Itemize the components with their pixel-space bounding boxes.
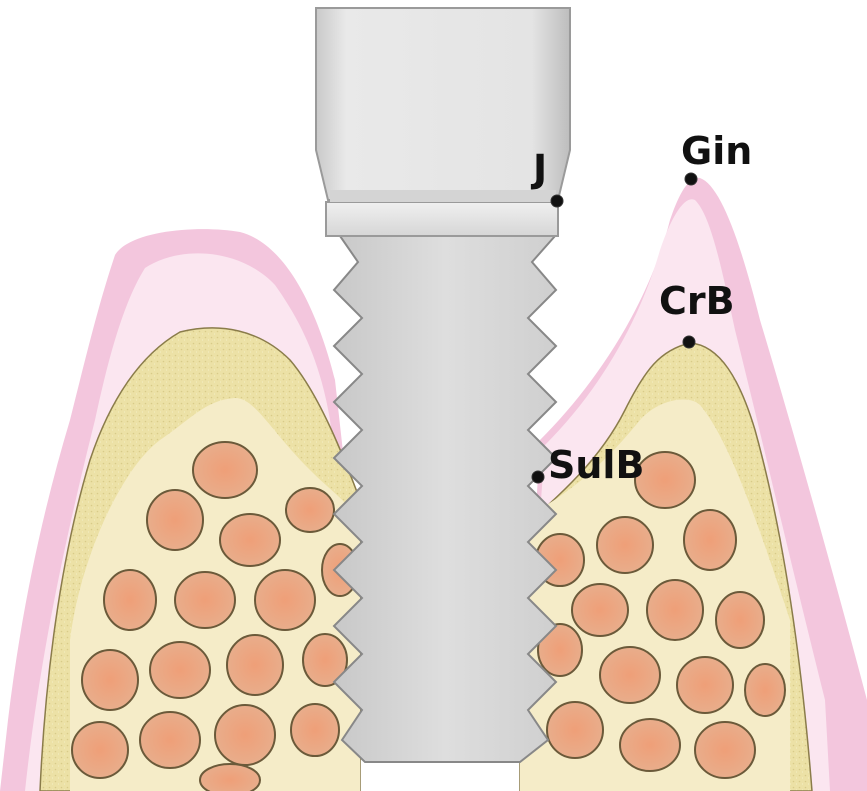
- abutment: [316, 8, 570, 200]
- label-j: J: [530, 147, 547, 191]
- implant-collar: [326, 202, 558, 236]
- marker-crb: [683, 336, 695, 348]
- label-sulb: SulB: [548, 443, 644, 487]
- marker-gin: [685, 173, 697, 185]
- label-crb: CrB: [659, 279, 735, 323]
- label-gin: Gin: [681, 129, 752, 173]
- implant-body: [334, 236, 556, 762]
- marker-sulb: [532, 471, 544, 483]
- marker-j: [551, 195, 563, 207]
